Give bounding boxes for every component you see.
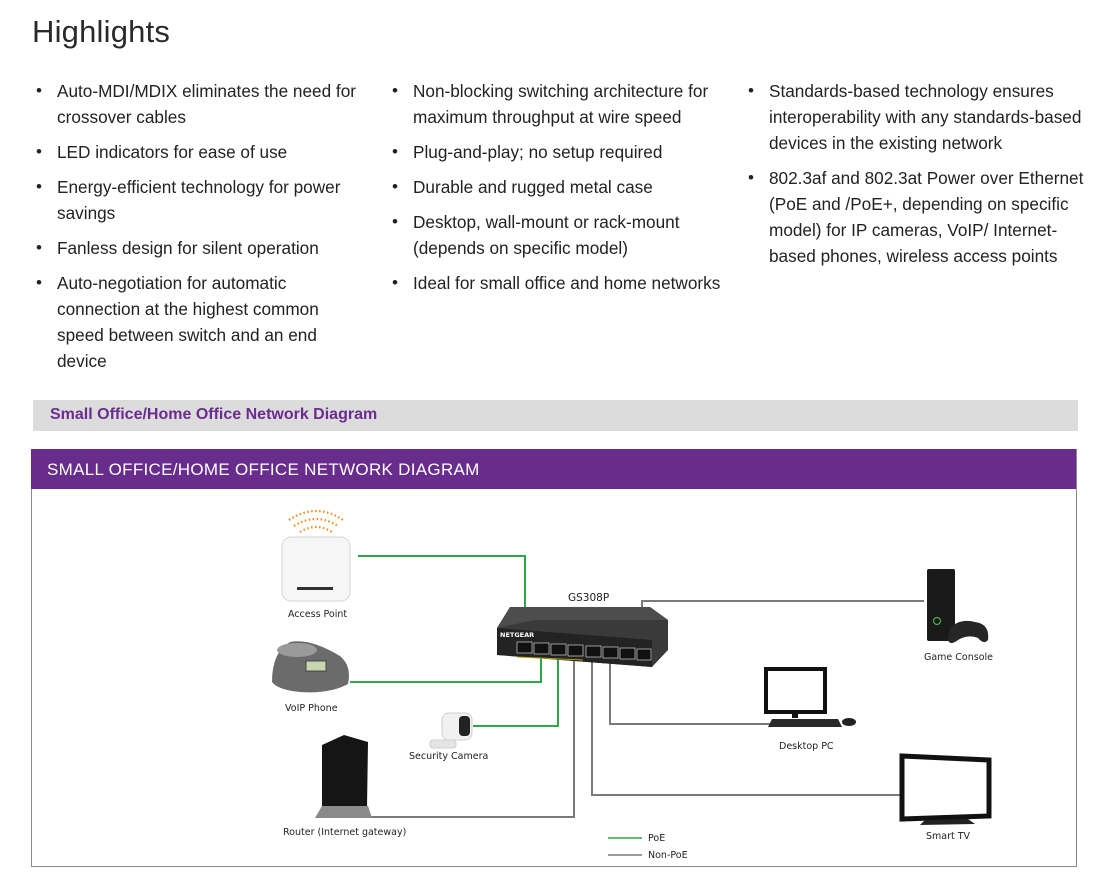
security-camera-device: Security Camera (409, 712, 488, 762)
desktop-pc-device: Desktop PC (764, 667, 856, 752)
router-icon (322, 735, 368, 808)
section-heading: Small Office/Home Office Network Diagram (50, 406, 378, 423)
wire-voip-phone (350, 652, 542, 683)
switch-port (516, 641, 533, 654)
label-game-console: Game Console (924, 652, 993, 663)
highlights-column-2: Non-blocking switching architecture for … (392, 78, 732, 305)
switch-port (602, 646, 619, 659)
security-camera-base (429, 739, 457, 749)
switch-port (567, 644, 584, 657)
highlights-column-1: Auto-MDI/MDIX eliminates the need for cr… (36, 78, 366, 383)
label-router: Router (Internet gateway) (283, 827, 406, 838)
wifi-signal-icon (288, 509, 344, 533)
switch-top (497, 607, 668, 628)
switch-port (619, 647, 636, 660)
highlight-item: Auto-MDI/MDIX eliminates the need for cr… (36, 78, 366, 130)
voip-phone-device: VoIP Phone (272, 641, 349, 714)
highlight-item: 802.3af and 802.3at Power over Ethernet … (748, 165, 1088, 269)
tv-stand (920, 819, 975, 825)
highlight-item: Auto-negotiation for automatic connectio… (36, 270, 366, 374)
security-camera-lens (459, 716, 470, 736)
highlight-item: Ideal for small office and home networks (392, 270, 732, 296)
smart-tv-device: Smart TV (899, 753, 992, 842)
monitor-icon (764, 667, 827, 714)
game-console-device: Game Console (924, 569, 993, 663)
switch-port (585, 645, 602, 658)
switch-ports (516, 641, 652, 661)
label-smart-tv: Smart TV (926, 831, 971, 842)
monitor-stand (792, 713, 798, 718)
wire-router (370, 652, 575, 818)
router-device: Router (Internet gateway) (283, 735, 406, 838)
diagram-header: SMALL OFFICE/HOME OFFICE NETWORK DIAGRAM (31, 449, 1076, 489)
wire-game-console (641, 600, 924, 644)
legend: PoE Non-PoE (608, 833, 688, 861)
highlight-item: Durable and rugged metal case (392, 174, 732, 200)
diagram-title: SMALL OFFICE/HOME OFFICE NETWORK DIAGRAM (47, 460, 480, 479)
switch-port (636, 648, 652, 661)
page-title: Highlights (32, 14, 171, 49)
voip-phone-speaker (277, 643, 317, 657)
poe-port-marker (516, 656, 584, 661)
highlight-item: Energy-efficient technology for power sa… (36, 174, 366, 226)
switch-port (533, 642, 550, 655)
wire-desktop-pc (609, 652, 770, 725)
access-point-device: Access Point (281, 509, 351, 620)
label-security-camera: Security Camera (409, 751, 488, 762)
label-desktop-pc: Desktop PC (779, 741, 834, 752)
switch-model-label: GS308P (568, 592, 609, 604)
switch-port (550, 643, 567, 656)
highlight-item: Non-blocking switching architecture for … (392, 78, 732, 130)
legend-non-poe-label: Non-PoE (648, 850, 688, 861)
wire-security-camera (473, 652, 559, 727)
highlights-column-3: Standards-based technology ensures inter… (748, 78, 1088, 278)
switch-gs308p: GS308P NETGEAR (497, 592, 668, 667)
non-poe-wires (370, 600, 924, 818)
highlight-item: LED indicators for ease of use (36, 139, 366, 165)
highlight-item: Desktop, wall-mount or rack-mount (depen… (392, 209, 732, 261)
highlight-item: Standards-based technology ensures inter… (748, 78, 1088, 156)
mouse-icon (842, 718, 856, 726)
highlight-item: Plug-and-play; no setup required (392, 139, 732, 165)
voip-phone-display (305, 660, 327, 672)
access-point-led-bar (297, 587, 333, 590)
game-console-power-ring (932, 616, 942, 626)
tv-icon (899, 753, 992, 822)
highlight-item: Fanless design for silent operation (36, 235, 366, 261)
label-voip-phone: VoIP Phone (285, 703, 338, 714)
section-heading-bar: Small Office/Home Office Network Diagram (33, 400, 1078, 431)
keyboard-icon (768, 719, 842, 727)
wire-smart-tv (591, 652, 907, 796)
label-access-point: Access Point (288, 609, 347, 620)
switch-brand-label: NETGEAR (500, 631, 534, 639)
controller-icon (948, 620, 989, 643)
legend-poe-label: PoE (648, 833, 665, 844)
router-stand (315, 806, 372, 818)
access-point-icon (281, 536, 351, 602)
